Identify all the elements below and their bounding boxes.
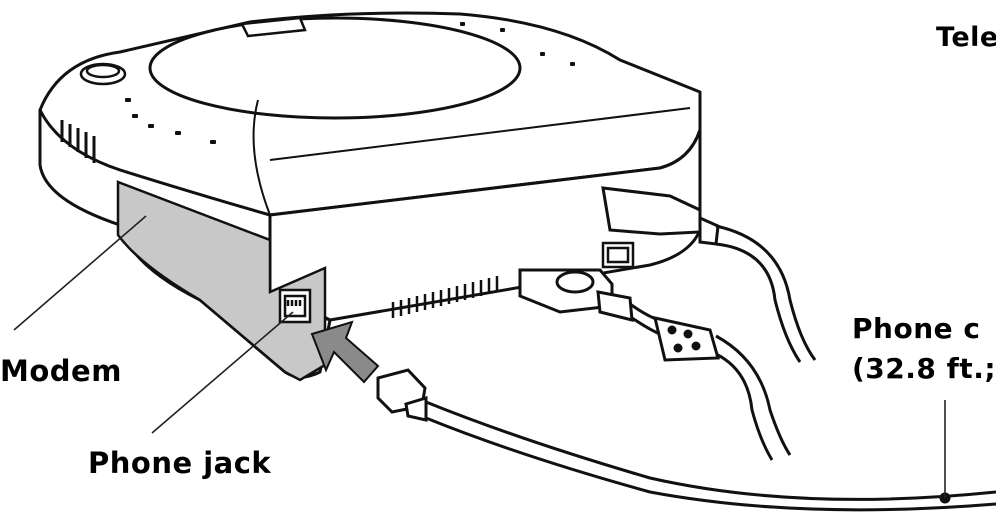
phone-jack-label: Phone jack (88, 446, 272, 480)
phone-cord-label: Phone c (852, 312, 981, 345)
av-cable (518, 268, 792, 461)
control-dots (125, 22, 575, 144)
phone-cord-length-label: (32.8 ft.; (852, 352, 996, 385)
telephone-label: Tele (936, 22, 996, 53)
phone-cord (376, 368, 996, 512)
av-port (601, 241, 635, 269)
leader-lines (13, 215, 946, 498)
modem-panel (116, 180, 327, 382)
side-vents (60, 120, 96, 163)
power-cable (601, 186, 817, 363)
disc-lid (148, 16, 691, 216)
modem-label: Modem (0, 354, 122, 388)
rear-vents (391, 276, 499, 318)
phone-jack-port (278, 288, 312, 324)
open-button (79, 16, 307, 86)
insert-arrow (310, 320, 380, 384)
